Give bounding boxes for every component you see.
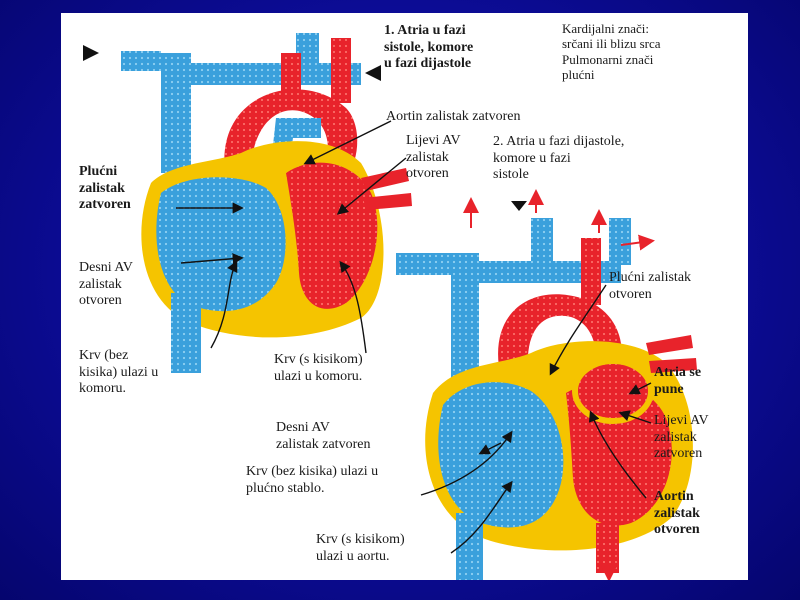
heart2-right-av-valve-label: Desni AV zalistak zatvoren — [276, 420, 371, 452]
heart1-right-av-valve-label: Desni AV zalistak otvoren — [79, 260, 133, 309]
heart-2-illustration — [396, 189, 697, 580]
heart1-pulmonary-valve-label: Plućni zalistak zatvoren — [79, 164, 131, 213]
phase-1-left-arrow-icon — [83, 45, 99, 61]
leader-lines — [176, 120, 652, 554]
heart1-blood-in-o2-label: Krv (s kisikom) ulazi u komoru. — [274, 352, 363, 384]
heart2-aortic-valve-label: Aortin zalistak otvoren — [654, 489, 700, 538]
heart2-pulmonary-valve-label: Plućni zalistak otvoren — [609, 270, 692, 302]
heart-illustrations — [83, 33, 697, 580]
phase-1-right-arrow-icon — [365, 65, 381, 81]
heart1-left-av-valve-label: Lijevi AV zalistak otvoren — [406, 133, 461, 182]
heart1-aortic-valve-label: Aortin zalistak zatvoren — [386, 109, 521, 124]
phase-2-title: 2. Atria u fazi dijastole, komore u fazi… — [493, 134, 625, 183]
heart1-blood-in-low-o2-label: Krv (bez kisika) ulazi u komoru. — [79, 348, 159, 397]
phase-1-title: 1. Atria u fazi sistole, komore u fazi d… — [384, 23, 474, 72]
heart2-left-av-valve-label: Lijevi AV zalistak zatvoren — [654, 413, 709, 462]
definitions-note: Kardijalni znači: srčani ili blizu srca … — [562, 21, 661, 82]
phase-2-down-arrow-icon — [511, 201, 527, 211]
heart-1-illustration — [121, 33, 412, 373]
diagram-panel: 1. Atria u fazi sistole, komore u fazi d… — [61, 13, 748, 580]
heart2-atria-fill-label: Atria se pune — [654, 365, 702, 397]
heart2-blood-to-pulm-label: Krv (bez kisika) ulazi u plućno stablo. — [246, 464, 379, 496]
heart2-blood-to-aorta-label: Krv (s kisikom) ulazi u aortu. — [316, 532, 405, 564]
